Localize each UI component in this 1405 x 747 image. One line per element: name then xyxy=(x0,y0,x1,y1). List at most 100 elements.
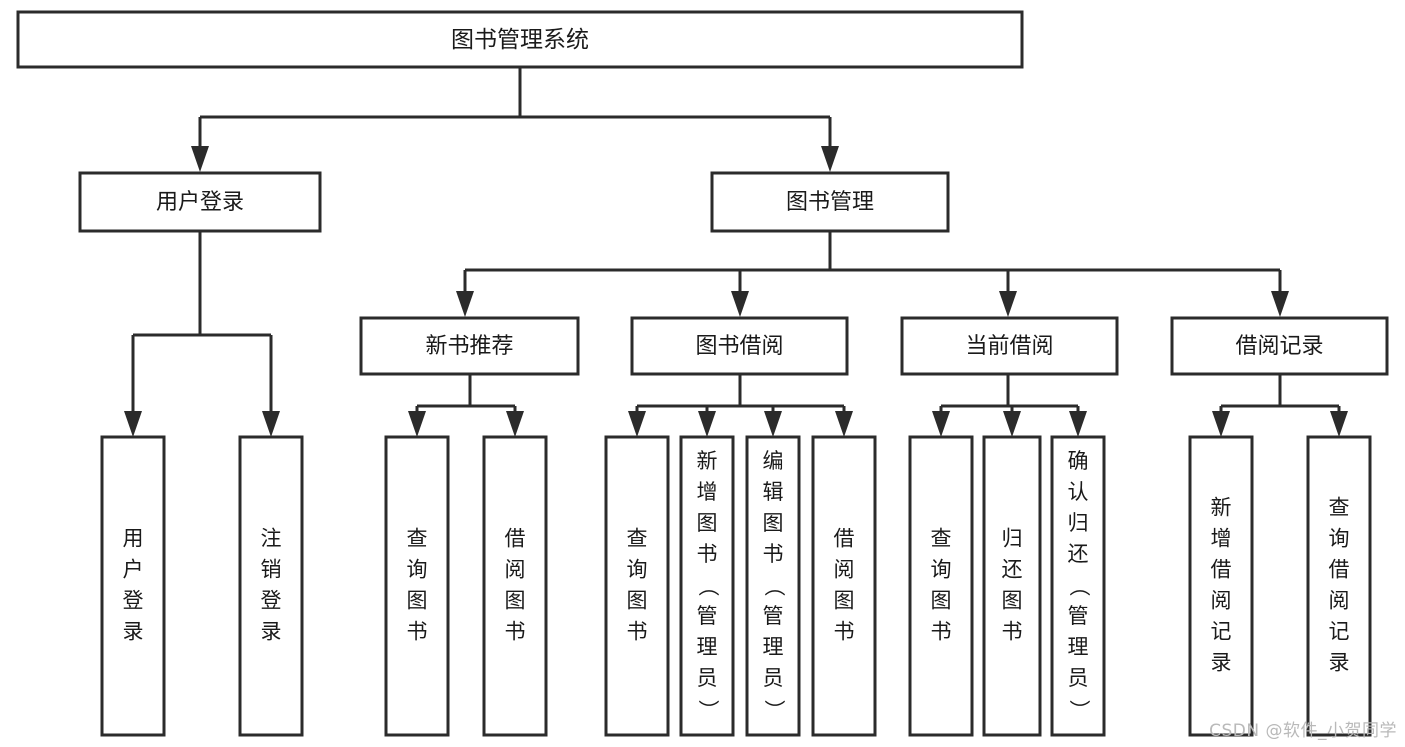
leaf-char: 查 xyxy=(627,527,648,551)
leaf-char: 新 xyxy=(1211,496,1232,520)
arrow-head-icon xyxy=(262,411,280,437)
leaf-char: 理 xyxy=(1068,635,1089,659)
node-root[interactable]: 图书管理系统 xyxy=(16,10,1024,69)
node-user-login[interactable]: 用户登录 xyxy=(78,171,322,233)
leaf-char: 录 xyxy=(1211,651,1232,675)
node-root-box[interactable] xyxy=(16,10,1024,69)
leaf-char: 增 xyxy=(1211,527,1232,551)
leaf-char: 注 xyxy=(261,527,282,551)
node-leaf-user-logout-box[interactable] xyxy=(238,435,304,737)
node-leaf-borrow-query-box[interactable] xyxy=(604,435,670,737)
arrow-head-icon xyxy=(1069,411,1087,437)
leaf-char: 图 xyxy=(1002,589,1023,613)
arrow-head-icon xyxy=(124,411,142,437)
node-leaf-current-return-box[interactable] xyxy=(982,435,1042,737)
node-leaf-borrow-lend-box[interactable] xyxy=(811,435,877,737)
leaf-char: 书 xyxy=(931,620,952,644)
node-user-login-box[interactable] xyxy=(78,171,322,233)
leaf-char: 理 xyxy=(697,635,718,659)
leaf-char: ） xyxy=(696,700,720,721)
leaf-char: 户 xyxy=(123,558,144,582)
node-leaf-recommend-query-box[interactable] xyxy=(384,435,450,737)
leaf-char: 借 xyxy=(505,527,526,551)
node-new-book-recommend[interactable]: 新书推荐 xyxy=(359,316,580,376)
node-book-manage[interactable]: 图书管理 xyxy=(710,171,950,233)
node-leaf-current-confirm-box[interactable] xyxy=(1050,435,1106,737)
leaf-char: 记 xyxy=(1329,620,1350,644)
leaf-char: 员 xyxy=(1068,666,1089,690)
node-book-borrow[interactable]: 图书借阅 xyxy=(630,316,849,376)
node-new-book-recommend-box[interactable] xyxy=(359,316,580,376)
leaf-char: 询 xyxy=(627,558,648,582)
leaf-char: 理 xyxy=(763,635,784,659)
node-current-borrow[interactable]: 当前借阅 xyxy=(900,316,1119,376)
node-user-login-label: 用户登录 xyxy=(156,190,244,215)
node-book-borrow-box[interactable] xyxy=(630,316,849,376)
connectors-layer xyxy=(124,67,1348,437)
node-leaf-record-add-box[interactable] xyxy=(1188,435,1254,737)
node-leaf-user-login-label: 用户登录 xyxy=(123,527,144,644)
node-borrow-record-box[interactable] xyxy=(1170,316,1389,376)
node-new-book-recommend-label: 新书推荐 xyxy=(425,334,513,359)
leaf-char: 图 xyxy=(505,589,526,613)
node-leaf-borrow-add-box[interactable] xyxy=(679,435,735,737)
node-leaf-record-query-box[interactable] xyxy=(1306,435,1372,737)
leaf-char: 查 xyxy=(407,527,428,551)
leaf-char: 询 xyxy=(931,558,952,582)
node-leaf-current-query-box[interactable] xyxy=(908,435,974,737)
leaf-char: 确 xyxy=(1068,449,1089,473)
node-borrow-record[interactable]: 借阅记录 xyxy=(1170,316,1389,376)
arrow-head-icon xyxy=(628,411,646,437)
leaf-char: ） xyxy=(1067,700,1091,721)
arrow-head-icon xyxy=(1271,291,1289,317)
leaf-char: 书 xyxy=(627,620,648,644)
arrow-head-icon xyxy=(764,411,782,437)
arrow-head-icon xyxy=(1212,411,1230,437)
leaf-char: 图 xyxy=(407,589,428,613)
leaf-char: 新 xyxy=(697,449,718,473)
node-book-manage-box[interactable] xyxy=(710,171,950,233)
leaf-char: 阅 xyxy=(834,558,855,582)
leaf-char: 还 xyxy=(1002,558,1023,582)
nodes-layer: 图书管理系统用户登录图书管理新书推荐图书借阅当前借阅借阅记录用户登录注销登录查询… xyxy=(16,10,1389,737)
leaf-char: 借 xyxy=(834,527,855,551)
leaf-char: 查 xyxy=(1329,496,1350,520)
leaf-char: 书 xyxy=(834,620,855,644)
node-leaf-recommend-borrow-box[interactable] xyxy=(482,435,548,737)
node-current-borrow-box[interactable] xyxy=(900,316,1119,376)
arrow-head-icon xyxy=(456,291,474,317)
node-leaf-borrow-edit-box[interactable] xyxy=(745,435,801,737)
leaf-char: （ xyxy=(696,576,720,597)
leaf-char: （ xyxy=(762,576,786,597)
node-leaf-user-login[interactable]: 用户登录 xyxy=(100,435,166,737)
leaf-char: 书 xyxy=(505,620,526,644)
node-book-borrow-label: 图书借阅 xyxy=(695,334,783,359)
leaf-char: 管 xyxy=(763,604,784,628)
leaf-char: 查 xyxy=(931,527,952,551)
leaf-char: 书 xyxy=(1002,620,1023,644)
leaf-char: 登 xyxy=(123,589,144,613)
arrow-head-icon xyxy=(821,146,839,172)
leaf-char: 图 xyxy=(834,589,855,613)
leaf-char: 记 xyxy=(1211,620,1232,644)
node-leaf-user-login-box[interactable] xyxy=(100,435,166,737)
